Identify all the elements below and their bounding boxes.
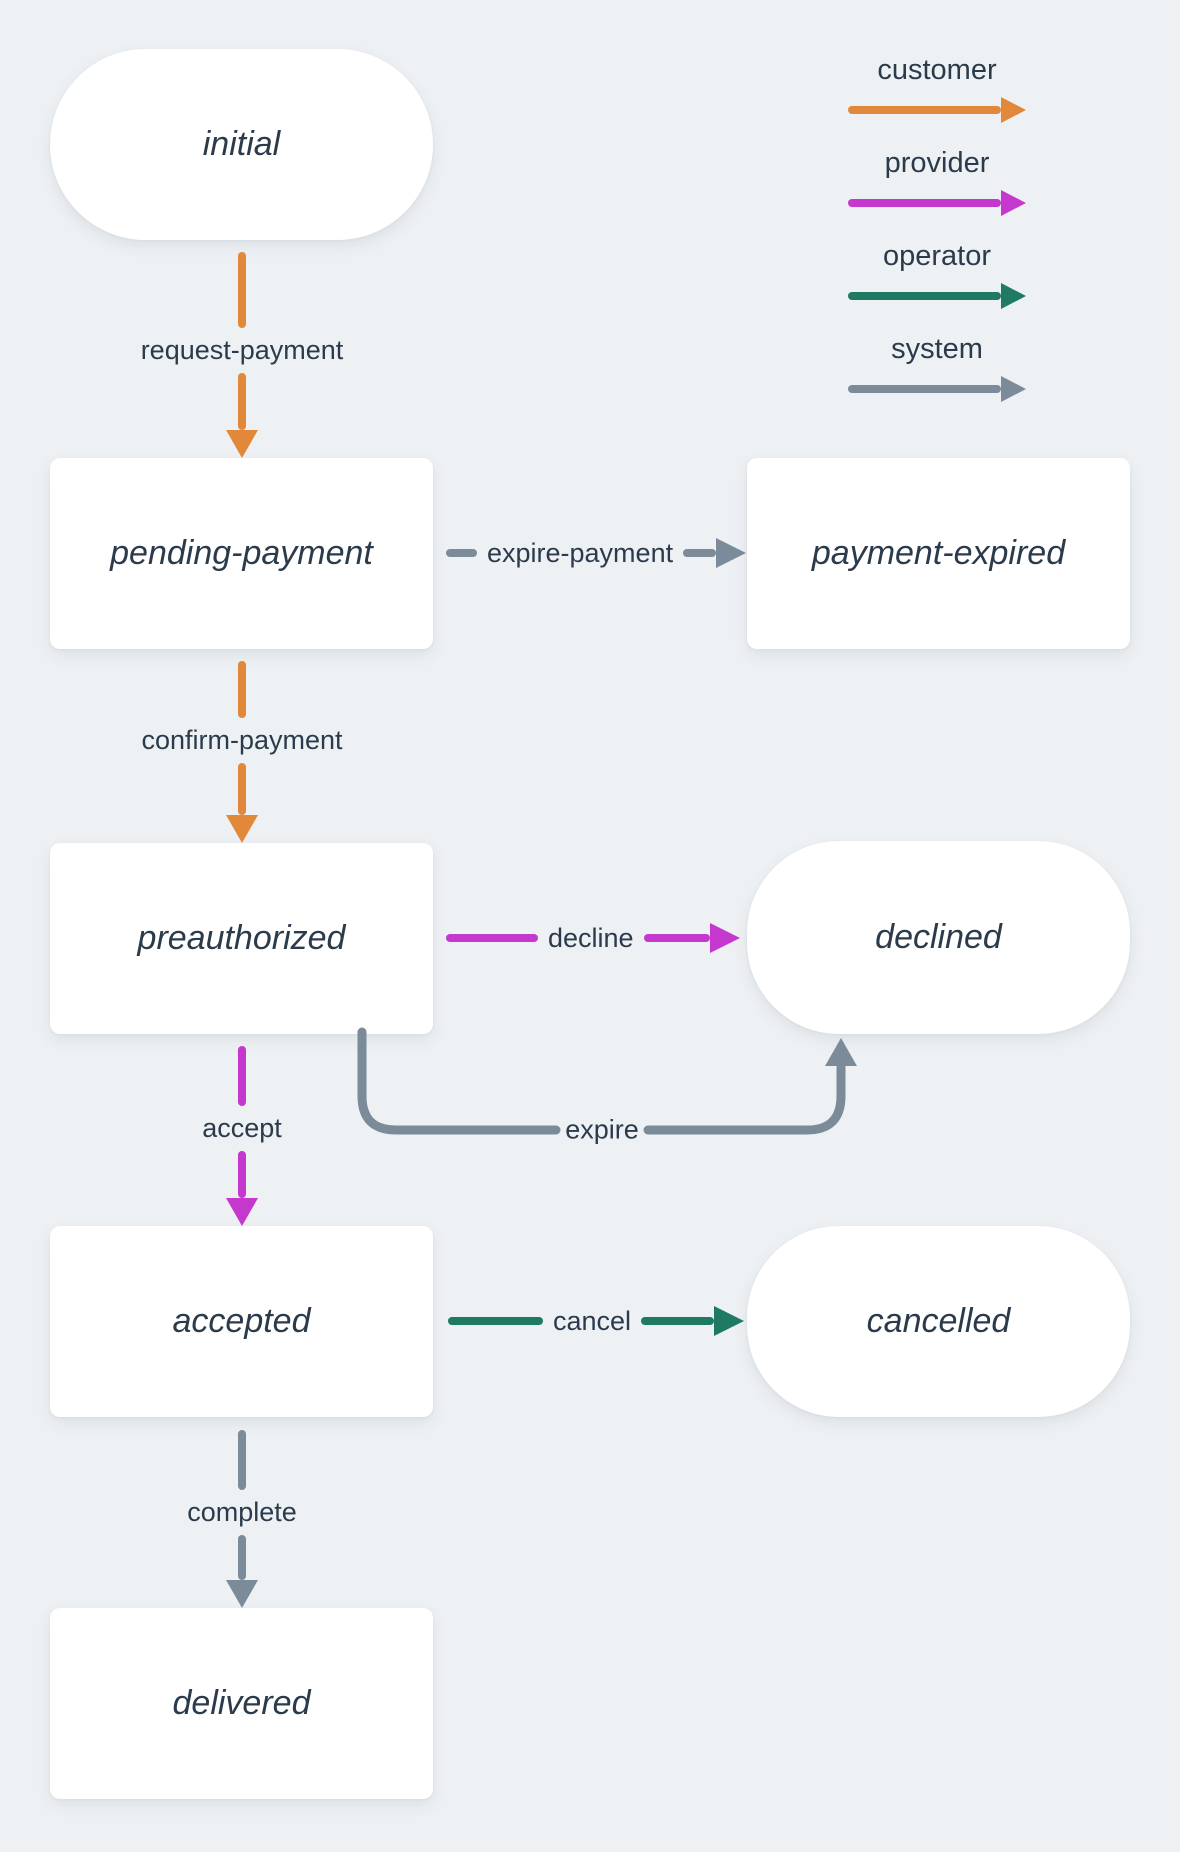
arrowhead-right-icon (1001, 283, 1026, 309)
arrow-line (238, 373, 246, 430)
transition-complete: complete (82, 1430, 402, 1608)
arrow-line (448, 1317, 543, 1325)
legend-item-operator: operator (848, 238, 1026, 309)
legend-label: operator (882, 240, 991, 272)
legend-label: customer (877, 54, 997, 86)
state-node-preauthorized: preauthorized (50, 843, 433, 1034)
arrowhead-down-icon (226, 1580, 258, 1608)
transition-label: decline (548, 922, 634, 953)
state-label: delivered (172, 1684, 311, 1722)
legend-item-provider: provider (848, 145, 1026, 216)
arrow-line (238, 1046, 246, 1106)
transition-label: expire (565, 1114, 639, 1145)
state-node-initial: initial (50, 49, 433, 240)
arrow-line (643, 1059, 846, 1135)
transition-confirm-payment: confirm-payment (82, 661, 402, 843)
arrow-line (238, 661, 246, 718)
system-arrow-swatch (848, 376, 1026, 402)
state-node-pending-payment: pending-payment (50, 458, 433, 649)
arrow-line (446, 934, 538, 942)
arrowhead-down-icon (226, 815, 258, 843)
arrowhead-right-icon (1001, 190, 1026, 216)
arrow-line (238, 763, 246, 815)
arrowhead-right-icon (710, 923, 740, 953)
legend-item-system: system (848, 331, 1026, 402)
arrow-line (848, 385, 1001, 393)
arrowhead-down-icon (226, 1198, 258, 1226)
transition-label: accept (202, 1113, 282, 1143)
arrow-line (683, 549, 716, 557)
arrow-line (446, 549, 477, 557)
arrow-line (641, 1317, 714, 1325)
customer-arrow-swatch (848, 97, 1026, 123)
state-node-declined: declined (747, 841, 1130, 1034)
transition-request-payment: request-payment (82, 252, 402, 458)
transition-label: request-payment (140, 335, 344, 365)
transition-label: complete (187, 1497, 297, 1527)
arrow-line (238, 252, 246, 328)
arrowhead-up-icon (825, 1038, 857, 1066)
arrow-line (643, 934, 710, 942)
arrowhead-right-icon (716, 538, 746, 568)
arrow-line (848, 106, 1001, 114)
legend-label: system (891, 333, 983, 365)
transition-accept: accept (82, 1046, 402, 1226)
state-node-delivered: delivered (50, 1608, 433, 1799)
arrow-line (238, 1430, 246, 1490)
state-label: initial (202, 125, 281, 163)
arrow-line (848, 292, 1001, 300)
state-label: cancelled (866, 1302, 1011, 1340)
transition-label: expire-payment (487, 537, 674, 568)
transition-decline: decline (446, 920, 740, 956)
transition-cancel: cancel (448, 1303, 744, 1339)
state-label: accepted (172, 1302, 311, 1340)
legend-item-customer: customer (848, 52, 1026, 123)
transition-label: cancel (553, 1305, 632, 1336)
state-label: preauthorized (137, 919, 346, 957)
state-node-payment-expired: payment-expired (747, 458, 1130, 649)
arrowhead-right-icon (1001, 376, 1026, 402)
arrow-line (238, 1151, 246, 1198)
arrowhead-right-icon (1001, 97, 1026, 123)
actor-legend: customer provider operator system (848, 52, 1026, 424)
provider-arrow-swatch (848, 190, 1026, 216)
state-node-cancelled: cancelled (747, 1226, 1130, 1417)
state-node-accepted: accepted (50, 1226, 433, 1417)
state-label: payment-expired (811, 534, 1066, 572)
arrowhead-down-icon (226, 430, 258, 458)
legend-label: provider (884, 147, 990, 179)
arrow-line (848, 199, 1001, 207)
transition-label: confirm-payment (141, 725, 343, 755)
state-label: pending-payment (110, 534, 373, 572)
arrowhead-right-icon (714, 1306, 744, 1336)
operator-arrow-swatch (848, 283, 1026, 309)
arrow-line (238, 1535, 246, 1580)
state-label: declined (875, 918, 1002, 956)
transition-expire-payment: expire-payment (446, 535, 746, 571)
